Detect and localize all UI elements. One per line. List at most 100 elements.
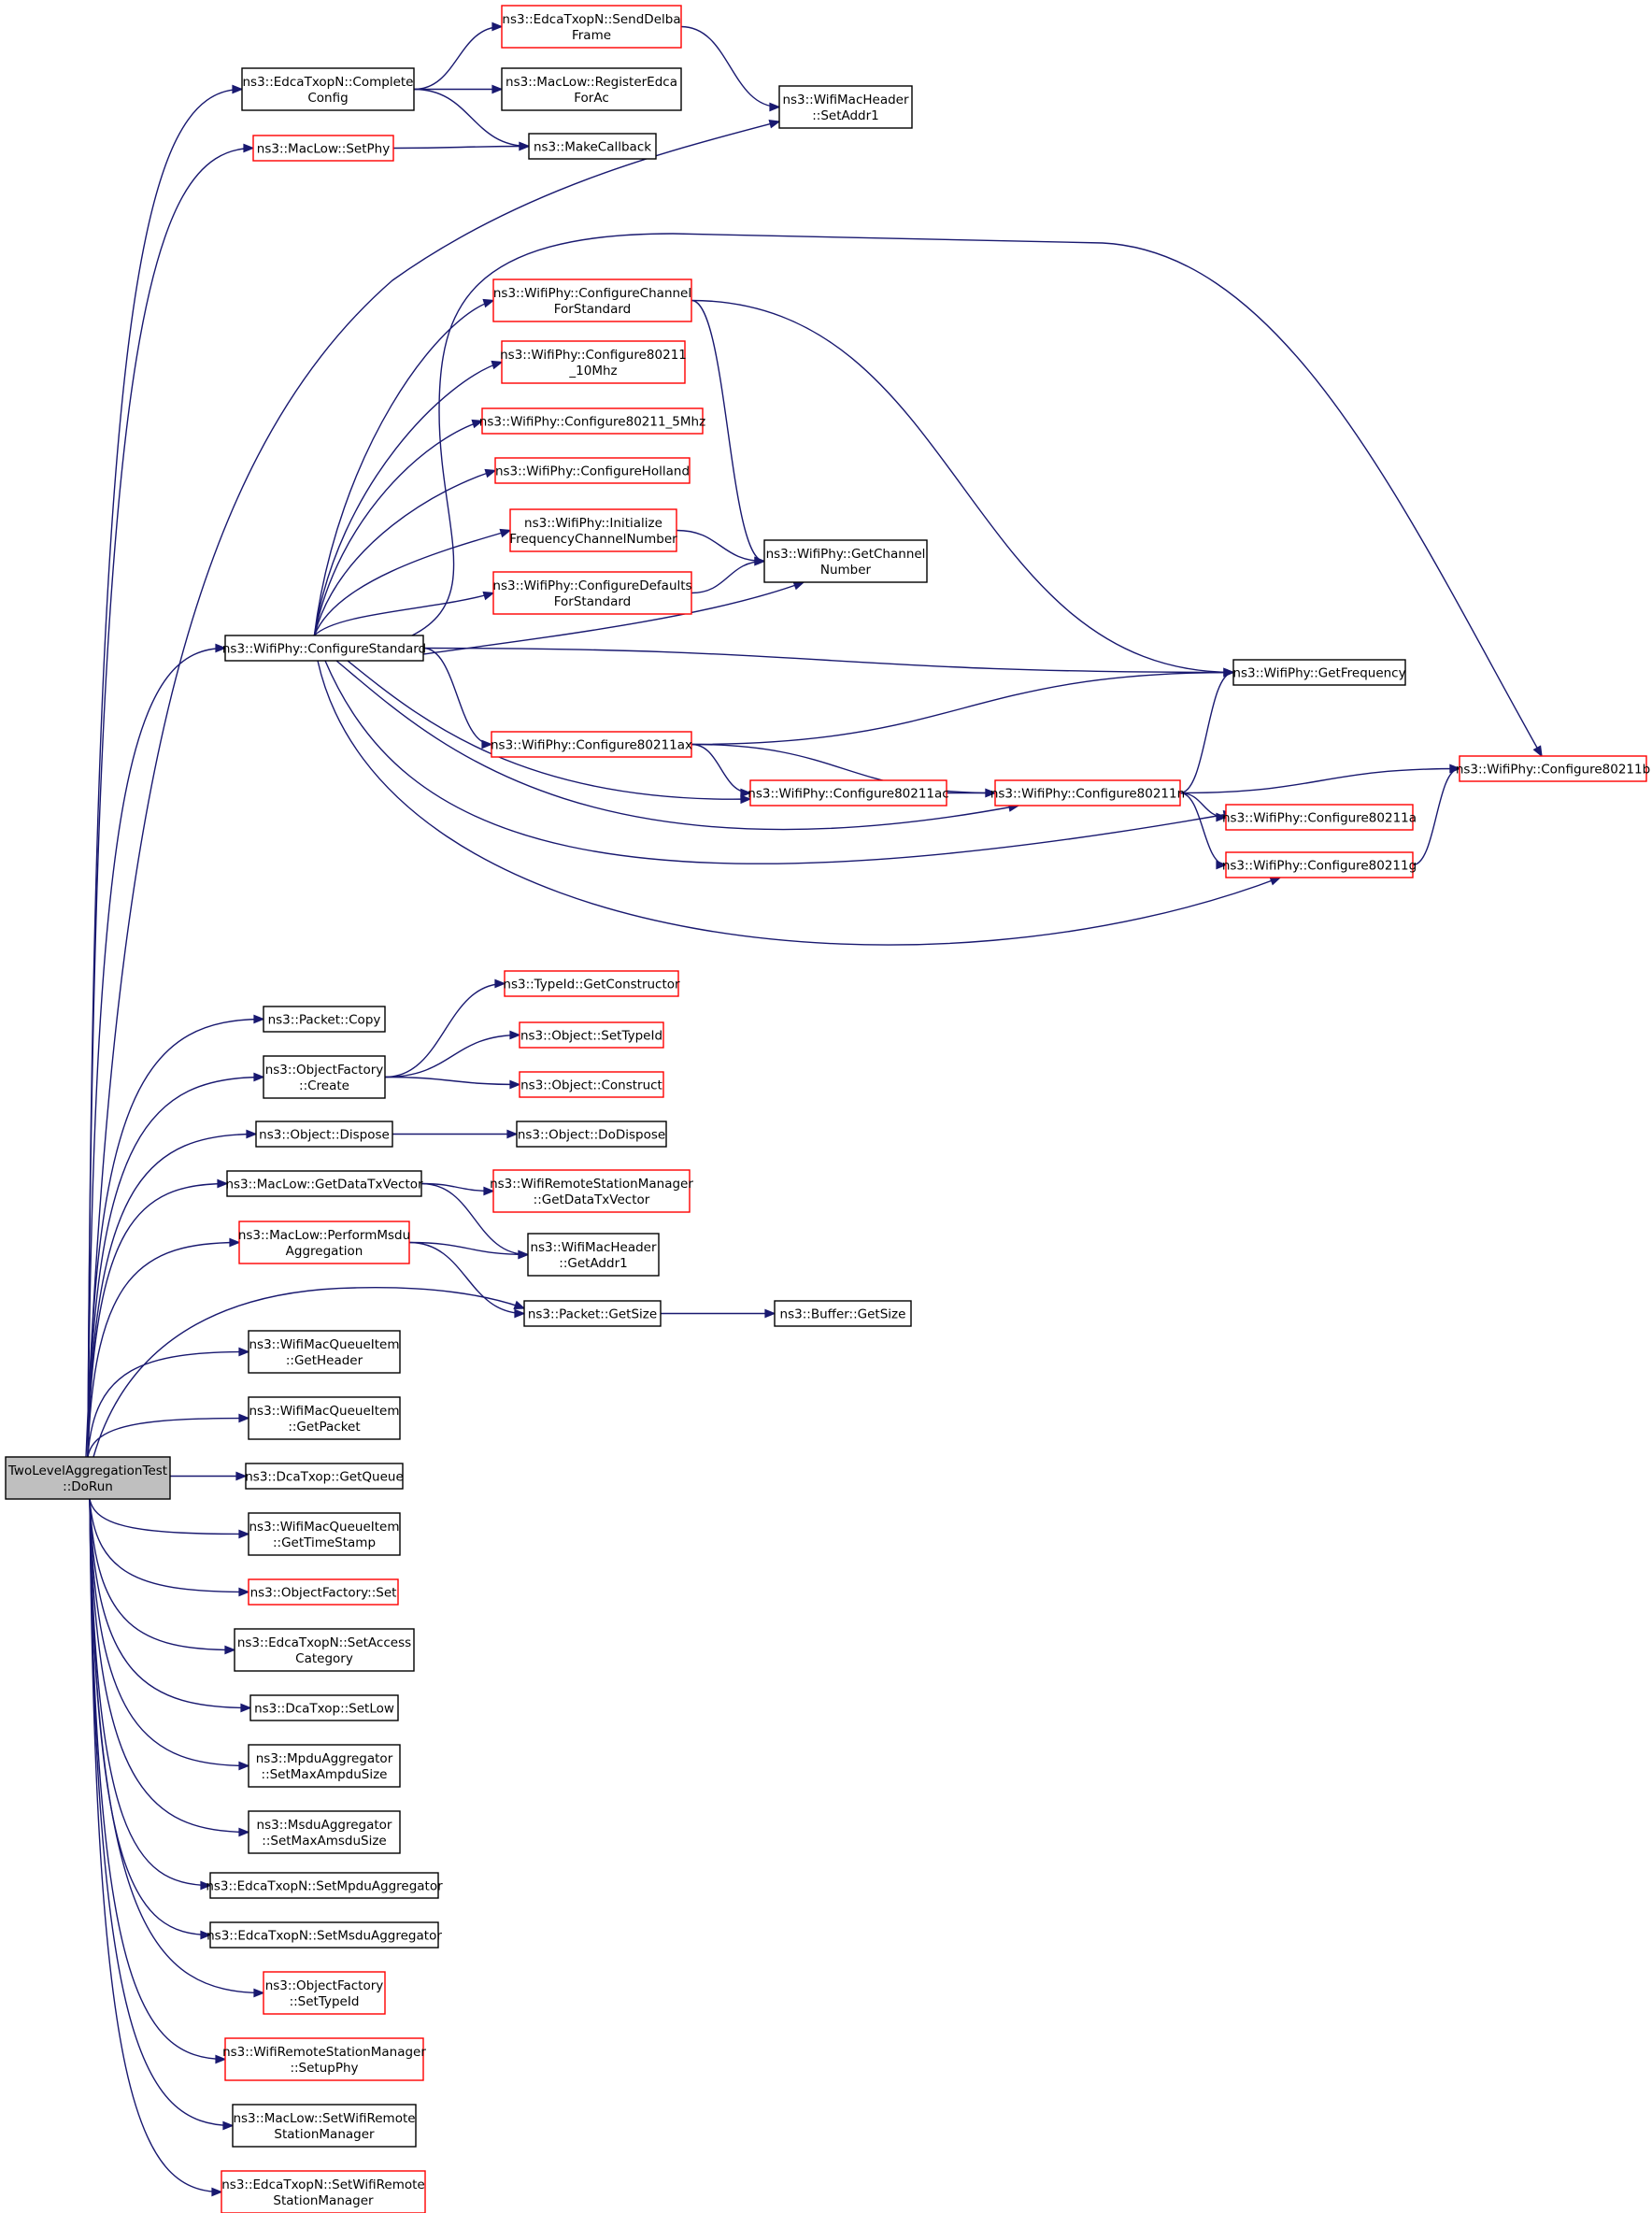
node-set-phy[interactable]: ns3::MacLow::SetPhy bbox=[252, 135, 394, 162]
node-label: ForStandard bbox=[554, 302, 632, 317]
node-get-constructor[interactable]: ns3::TypeId::GetConstructor bbox=[503, 970, 680, 997]
edge-line bbox=[87, 147, 254, 1458]
edge-configure_ac-to-configure_n bbox=[947, 788, 997, 798]
node-root[interactable]: TwoLevelAggregationTest::DoRun bbox=[5, 1456, 171, 1500]
edge-line bbox=[422, 647, 492, 746]
edge-configure_standard-to-configure_5mhz bbox=[313, 419, 484, 636]
node-configure-ax[interactable]: ns3::WifiPhy::Configure80211ax bbox=[491, 731, 692, 758]
edge-line bbox=[1179, 792, 1227, 866]
node-configure-standard[interactable]: ns3::WifiPhy::ConfigureStandard bbox=[222, 635, 426, 662]
node-label: ns3::WifiPhy::Configure80211ax bbox=[491, 738, 692, 753]
edge-line bbox=[691, 299, 1234, 674]
node-edca-set-wrsm[interactable]: ns3::EdcaTxopN::SetWifiRemoteStationMana… bbox=[221, 2170, 426, 2213]
node-configure-b[interactable]: ns3::WifiPhy::Configure80211b bbox=[1456, 755, 1650, 782]
node-msdu-set-max[interactable]: ns3::MsduAggregator::SetMaxAmsduSize bbox=[248, 1810, 401, 1854]
node-label: ns3::EdcaTxopN::SetMpduAggregator bbox=[206, 1879, 443, 1894]
edge-root-to-packet_get_size bbox=[93, 1287, 526, 1458]
arrowhead-icon bbox=[491, 84, 504, 94]
node-label: ns3::Object::Construct bbox=[520, 1078, 662, 1093]
node-object-construct[interactable]: ns3::Object::Construct bbox=[519, 1071, 664, 1098]
node-label: ns3::Object::DoDispose bbox=[518, 1128, 665, 1143]
node-box bbox=[224, 2037, 424, 2081]
node-configure-n[interactable]: ns3::WifiPhy::Configure80211n bbox=[990, 779, 1185, 807]
node-label: ns3::WifiRemoteStationManager bbox=[222, 2045, 426, 2060]
node-configure-5mhz[interactable]: ns3::WifiPhy::Configure80211_5Mhz bbox=[479, 407, 705, 435]
node-mpdu-set-max[interactable]: ns3::MpduAggregator::SetMaxAmpduSize bbox=[248, 1744, 401, 1788]
edge-configure_standard-to-configure_a bbox=[324, 660, 1235, 864]
edge-line bbox=[87, 1076, 264, 1458]
node-initialize-freq[interactable]: ns3::WifiPhy::InitializeFrequencyChannel… bbox=[509, 508, 677, 552]
node-buffer-get-size[interactable]: ns3::Buffer::GetSize bbox=[774, 1300, 912, 1327]
arrowhead-icon bbox=[224, 1645, 236, 1655]
node-get-addr1[interactable]: ns3::WifiMacHeader::GetAddr1 bbox=[527, 1233, 660, 1277]
edge-line bbox=[87, 1182, 228, 1458]
node-box bbox=[248, 1512, 401, 1556]
node-queue-item-header[interactable]: ns3::WifiMacQueueItem::GetHeader bbox=[248, 1330, 401, 1374]
edge-line bbox=[313, 529, 511, 636]
edge-root-to-perform_msdu bbox=[87, 1237, 241, 1458]
node-wrsm-get-data-tx-vector[interactable]: ns3::WifiRemoteStationManager::GetDataTx… bbox=[490, 1169, 693, 1213]
node-label: ns3::WifiMacHeader bbox=[782, 93, 909, 107]
edge-configure_defaults-to-get_channel_number bbox=[691, 556, 766, 594]
node-queue-item-timestamp[interactable]: ns3::WifiMacQueueItem::GetTimeStamp bbox=[248, 1512, 401, 1556]
arrowhead-icon bbox=[246, 1129, 258, 1139]
node-box bbox=[501, 67, 682, 111]
edge-line bbox=[324, 660, 1234, 864]
arrowhead-icon bbox=[238, 1761, 250, 1771]
node-packet-get-size[interactable]: ns3::Packet::GetSize bbox=[523, 1300, 662, 1327]
node-set-msdu-aggregator[interactable]: ns3::EdcaTxopN::SetMsduAggregator bbox=[206, 1921, 442, 1949]
edge-line bbox=[680, 25, 780, 108]
node-queue-item-packet[interactable]: ns3::WifiMacQueueItem::GetPacket bbox=[248, 1396, 401, 1440]
edge-root-to-set_phy bbox=[87, 143, 255, 1458]
node-get-data-tx-vector[interactable]: ns3::MacLow::GetDataTxVector bbox=[225, 1170, 423, 1197]
node-label: ns3::WifiMacQueueItem bbox=[249, 1520, 399, 1535]
arrowhead-icon bbox=[518, 1249, 530, 1260]
edge-line bbox=[384, 1076, 520, 1086]
node-box bbox=[504, 970, 679, 997]
node-label: ns3::EdcaTxopN::SendDelba bbox=[502, 12, 680, 27]
node-dca-get-queue[interactable]: ns3::DcaTxop::GetQueue bbox=[245, 1463, 404, 1490]
node-object-set-typeid[interactable]: ns3::Object::SetTypeId bbox=[519, 1021, 664, 1049]
node-get-frequency[interactable]: ns3::WifiPhy::GetFrequency bbox=[1232, 659, 1406, 686]
node-packet-copy[interactable]: ns3::Packet::Copy bbox=[263, 1006, 386, 1033]
node-box bbox=[501, 340, 686, 384]
arrowhead-icon bbox=[238, 1347, 250, 1357]
node-object-factory-set[interactable]: ns3::ObjectFactory::Set bbox=[248, 1578, 399, 1606]
node-label: ns3::WifiPhy::Configure80211n bbox=[990, 787, 1185, 802]
node-label: TwoLevelAggregationTest bbox=[7, 1463, 167, 1478]
node-set-mpdu-aggregator[interactable]: ns3::EdcaTxopN::SetMpduAggregator bbox=[206, 1872, 443, 1899]
arrowhead-icon bbox=[240, 1703, 252, 1713]
node-configure-channel[interactable]: ns3::WifiPhy::ConfigureChannelForStandar… bbox=[492, 278, 692, 322]
edge-line bbox=[408, 1241, 525, 1315]
edge-root-to-object_factory_set bbox=[89, 1498, 250, 1597]
edge-line bbox=[347, 660, 751, 800]
node-object-factory-create[interactable]: ns3::ObjectFactory::Create bbox=[263, 1055, 386, 1099]
node-label: ForStandard bbox=[554, 594, 632, 609]
node-dca-set-low[interactable]: ns3::DcaTxop::SetLow bbox=[249, 1694, 399, 1721]
node-make-callback[interactable]: ns3::MakeCallback bbox=[528, 133, 657, 160]
node-label: Frame bbox=[572, 28, 611, 43]
arrowhead-icon bbox=[235, 1471, 248, 1481]
node-wrsm-setup-phy[interactable]: ns3::WifiRemoteStationManager::SetupPhy bbox=[222, 2037, 426, 2081]
node-configure-holland[interactable]: ns3::WifiPhy::ConfigureHolland bbox=[494, 457, 691, 484]
node-configure-10mhz[interactable]: ns3::WifiPhy::Configure80211_10Mhz bbox=[500, 340, 687, 384]
node-object-factory-set-typeid[interactable]: ns3::ObjectFactory::SetTypeId bbox=[263, 1971, 386, 2015]
node-configure-defaults[interactable]: ns3::WifiPhy::ConfigureDefaultsForStanda… bbox=[492, 571, 692, 615]
node-configure-g[interactable]: ns3::WifiPhy::Configure80211g bbox=[1222, 851, 1417, 878]
node-configure-ac[interactable]: ns3::WifiPhy::Configure80211ac bbox=[748, 779, 949, 807]
node-box bbox=[249, 1694, 399, 1721]
node-object-do-dispose[interactable]: ns3::Object::DoDispose bbox=[516, 1121, 667, 1148]
node-configure-a[interactable]: ns3::WifiPhy::Configure80211a bbox=[1222, 804, 1417, 831]
node-object-dispose[interactable]: ns3::Object::Dispose bbox=[255, 1121, 393, 1148]
node-set-addr1[interactable]: ns3::WifiMacHeader::SetAddr1 bbox=[778, 85, 913, 129]
node-label: ::SetAddr1 bbox=[812, 108, 879, 123]
edge-send_delba-to-set_addr1 bbox=[680, 25, 781, 112]
